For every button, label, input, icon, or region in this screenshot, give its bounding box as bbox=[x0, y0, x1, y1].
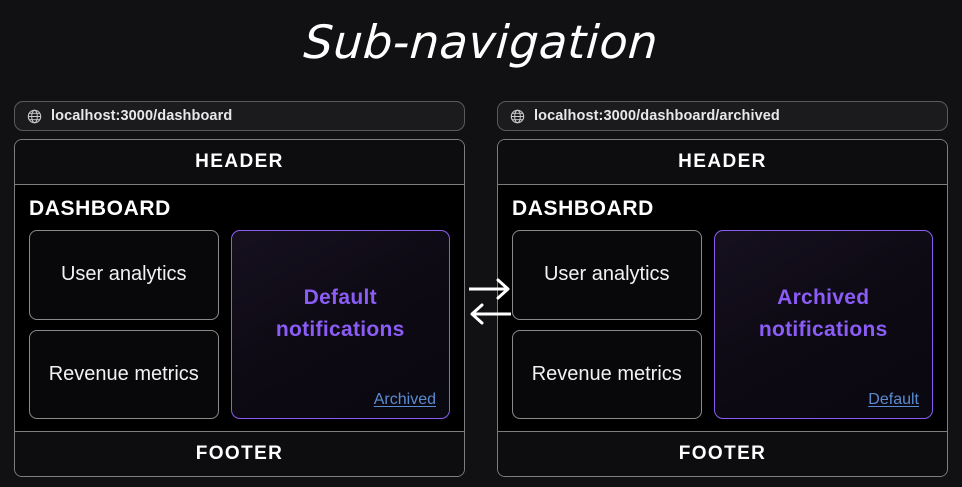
navigation-arrows bbox=[466, 275, 514, 327]
browser-window-archived: localhost:3000/dashboard/archived HEADER… bbox=[497, 101, 948, 477]
notifications-panel-label: Archived notifications bbox=[758, 285, 888, 341]
url-bar-archived[interactable]: localhost:3000/dashboard/archived bbox=[497, 101, 948, 131]
card-revenue-metrics[interactable]: Revenue metrics bbox=[29, 329, 219, 419]
page-header: HEADER bbox=[498, 140, 947, 185]
notifications-panel-default[interactable]: Default notifications Archived bbox=[230, 230, 450, 419]
page-footer: FOOTER bbox=[15, 431, 464, 476]
arrow-left-icon bbox=[470, 303, 511, 325]
globe-icon bbox=[27, 109, 42, 123]
card-revenue-metrics[interactable]: Revenue metrics bbox=[512, 329, 702, 419]
dashboard-card-column: User analytics Revenue metrics bbox=[29, 230, 219, 419]
page-content: DASHBOARD User analytics Revenue metrics… bbox=[15, 185, 464, 431]
dashboard-cards: User analytics Revenue metrics Archived … bbox=[512, 230, 933, 419]
dashboard-card-column: User analytics Revenue metrics bbox=[512, 230, 702, 419]
browser-window-default: localhost:3000/dashboard HEADER DASHBOAR… bbox=[14, 101, 465, 477]
url-text: localhost:3000/dashboard/archived bbox=[534, 108, 780, 124]
notifications-panel-label: Default notifications bbox=[275, 285, 405, 341]
notifications-link-default[interactable]: Default bbox=[868, 391, 919, 408]
browser-comparison: localhost:3000/dashboard HEADER DASHBOAR… bbox=[14, 101, 948, 477]
section-title-dashboard: DASHBOARD bbox=[29, 197, 171, 220]
globe-icon bbox=[510, 109, 525, 123]
page-frame-default: HEADER DASHBOARD User analytics Revenue … bbox=[14, 139, 465, 477]
notifications-link-archived[interactable]: Archived bbox=[373, 391, 436, 408]
page-header: HEADER bbox=[15, 140, 464, 185]
card-user-analytics[interactable]: User analytics bbox=[29, 230, 219, 320]
page-content: DASHBOARD User analytics Revenue metrics… bbox=[498, 185, 947, 431]
page-title: Sub-navigation bbox=[302, 15, 660, 69]
page-frame-archived: HEADER DASHBOARD User analytics Revenue … bbox=[497, 139, 948, 477]
arrow-right-icon bbox=[469, 278, 510, 300]
dashboard-cards: User analytics Revenue metrics Default n… bbox=[29, 230, 450, 419]
page-footer: FOOTER bbox=[498, 431, 947, 476]
url-bar-default[interactable]: localhost:3000/dashboard bbox=[14, 101, 465, 131]
notifications-panel-archived[interactable]: Archived notifications Default bbox=[713, 230, 933, 419]
url-text: localhost:3000/dashboard bbox=[51, 108, 233, 124]
section-title-dashboard: DASHBOARD bbox=[512, 197, 654, 220]
card-user-analytics[interactable]: User analytics bbox=[512, 230, 702, 320]
